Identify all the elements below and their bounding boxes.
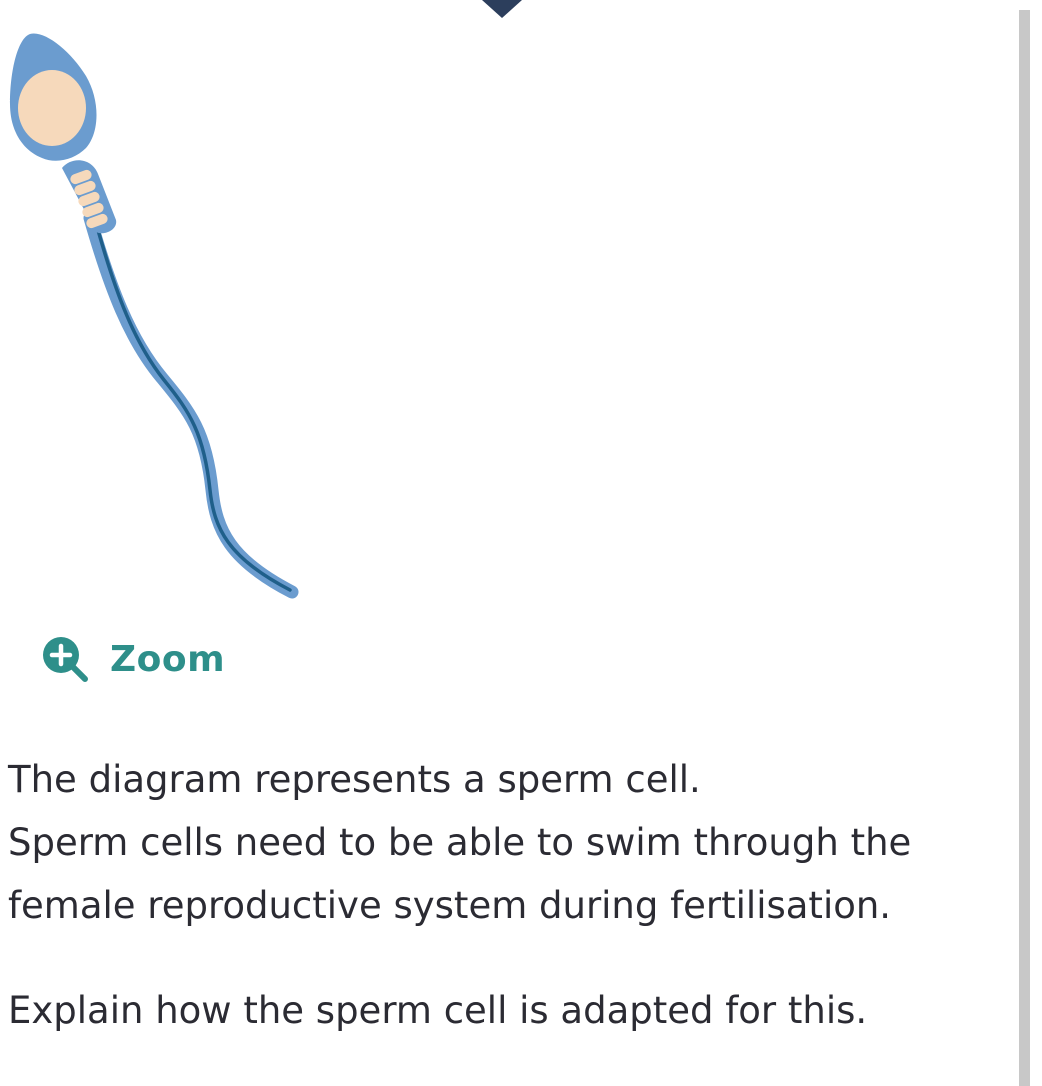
- zoom-button[interactable]: Zoom: [42, 636, 225, 682]
- question-line: Sperm cells need to be able to swim thro…: [8, 821, 912, 864]
- question-line: The diagram represents a sperm cell.: [8, 758, 701, 801]
- question-instruction: Explain how the sperm cell is adapted fo…: [8, 989, 868, 1032]
- sperm-tail: [83, 211, 299, 599]
- question-text: The diagram represents a sperm cell. Spe…: [8, 748, 998, 1042]
- tail-filament: [96, 228, 292, 592]
- mitochondria: [70, 169, 108, 229]
- question-line: female reproductive system during fertil…: [8, 884, 892, 927]
- sperm-cell-diagram: [10, 33, 299, 599]
- sperm-nucleus: [18, 70, 86, 146]
- scrollbar[interactable]: [1019, 10, 1030, 1086]
- zoom-in-icon: [43, 637, 88, 682]
- zoom-label: Zoom: [110, 638, 226, 680]
- caret-down-icon: [482, 0, 522, 18]
